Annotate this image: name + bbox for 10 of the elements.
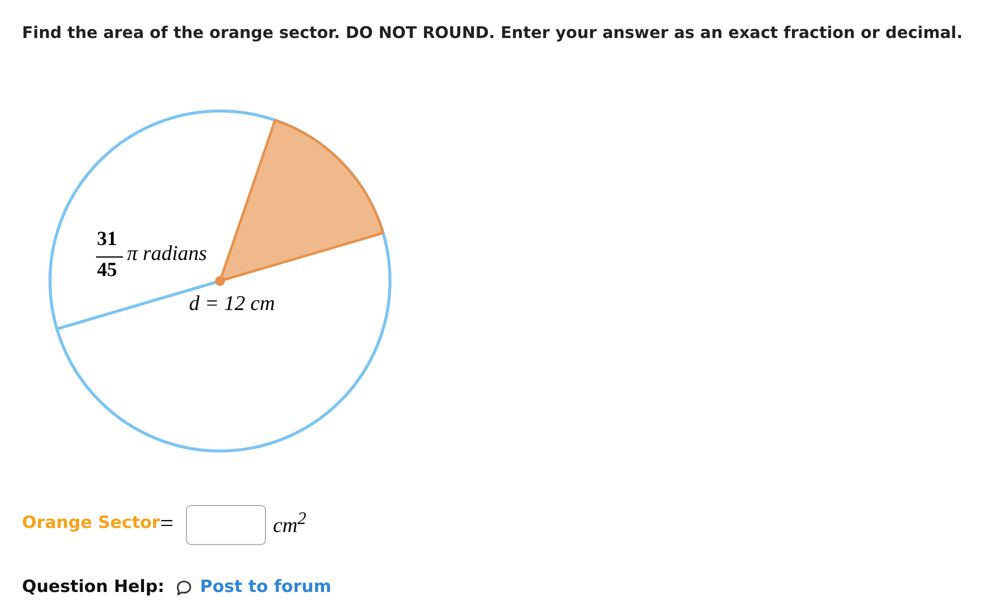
unit-label: cm$^{2}$ (273, 508, 306, 538)
answer-label: Orange Sector (22, 513, 160, 533)
diameter-label: d = 12 cm (189, 291, 275, 316)
angle-label: π radians (127, 241, 207, 266)
equals-sign: = (160, 511, 174, 538)
numerator: 31 (97, 228, 117, 251)
forum-link: Post to forum (200, 577, 332, 597)
help-label: Question Help: (22, 577, 164, 597)
denominator: 45 (97, 259, 117, 282)
question-text: Find the area of the orange sector. DO NOT ROUND. Enter your answer as an exact fraction or decimal. (22, 23, 963, 42)
